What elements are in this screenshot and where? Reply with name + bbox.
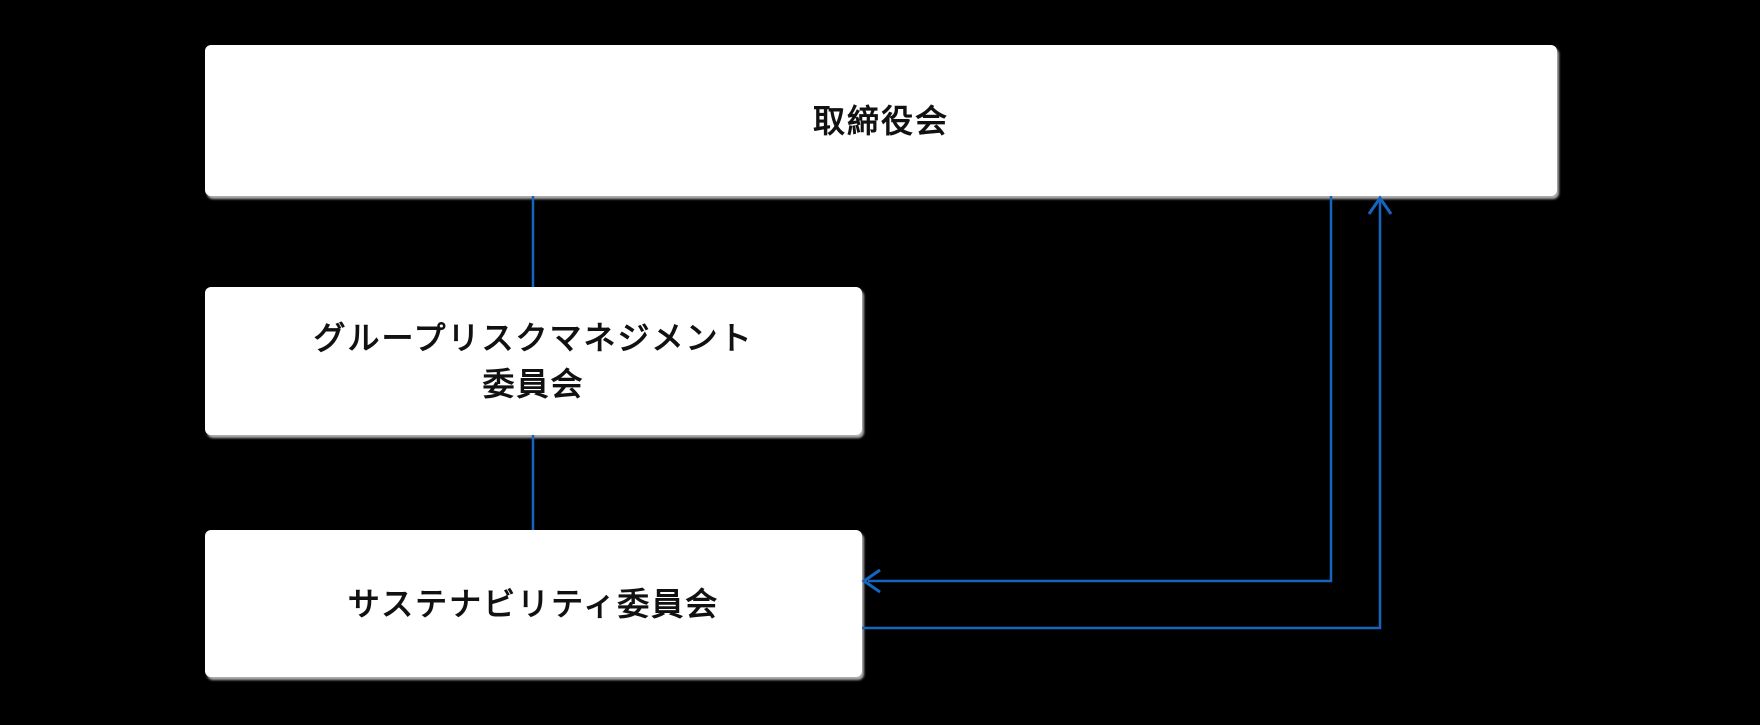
node-sustainability-committee: サステナビリティ委員会 <box>205 530 862 677</box>
connector-board-to-sustainability-line <box>868 196 1333 583</box>
arrowhead-up-icon <box>1367 195 1393 215</box>
node-board-of-directors: 取締役会 <box>205 45 1557 196</box>
node-sustainability-committee-label: サステナビリティ委員会 <box>347 585 720 622</box>
node-group-risk-management-committee: グループリスクマネジメント 委員会 <box>205 287 862 435</box>
connector-sustainability-to-board-line <box>862 200 1382 630</box>
node-board-of-directors-label: 取締役会 <box>812 102 949 139</box>
node-group-risk-management-committee-label-line2: 委員会 <box>482 366 585 402</box>
node-group-risk-management-committee-label-line1: グループリスクマネジメント <box>313 320 754 356</box>
arrowhead-left-icon <box>861 568 881 594</box>
